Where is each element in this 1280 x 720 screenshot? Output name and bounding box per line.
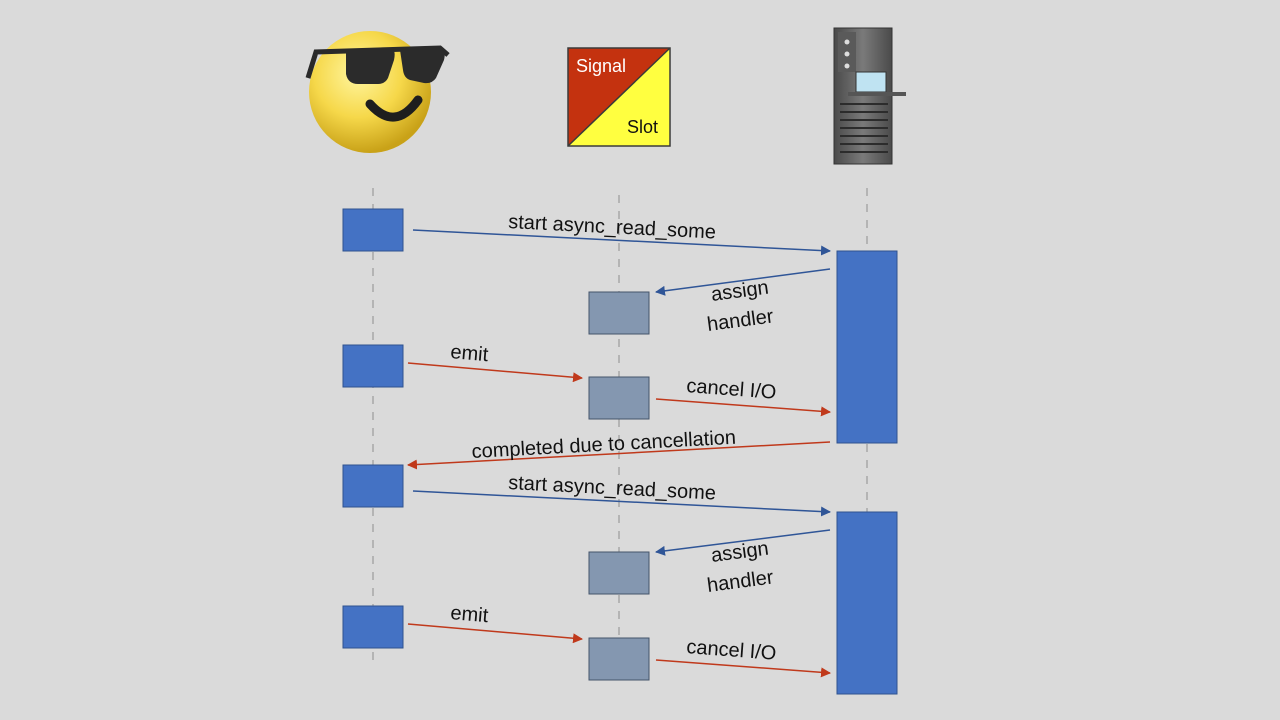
slot-label: Slot [627,117,658,137]
assign-handler-label-2b: handler [706,566,775,597]
start-read-arrow-2 [412,490,831,517]
emit-arrow-1 [407,362,583,383]
user-activation-2 [342,344,404,388]
user-activation-4 [342,605,404,649]
slot-activation-3 [588,551,650,595]
assign-handler-label-1b: handler [706,305,775,336]
cancel-io-arrow-1 [655,398,831,417]
user-activation-3 [342,464,404,508]
cancel-io-arrow-2 [655,659,831,678]
slot-activation-2 [588,376,650,420]
server-activation-1 [836,250,898,444]
start-read-arrow-1 [412,229,831,256]
cancel-io-label-1: cancel I/O [686,375,777,404]
cancel-io-label-2: cancel I/O [686,636,777,665]
emit-label-1: emit [450,341,490,366]
server-rack-icon [833,27,906,165]
start-read-label-2: start async_read_some [508,472,717,504]
assign-handler-label-1a: assign [710,277,770,306]
user-activation-1 [342,208,404,252]
emit-label-2: emit [450,602,490,627]
sunglasses-smiley-icon [305,31,450,153]
assign-handler-arrow-2 [655,529,831,556]
server-activation-2 [836,511,898,695]
slot-activation-1 [588,291,650,335]
assign-handler-label-2a: assign [710,538,770,567]
signal-label: Signal [576,56,626,76]
assign-handler-arrow-1 [655,268,831,296]
completed-cancel-arrow [407,441,831,470]
emit-arrow-2 [407,623,583,644]
start-read-label-1: start async_read_some [508,211,717,243]
completed-cancel-label: completed due to cancellation [471,427,736,463]
slot-activation-4 [588,637,650,681]
signal-slot-icon: Signal Slot [567,47,671,147]
